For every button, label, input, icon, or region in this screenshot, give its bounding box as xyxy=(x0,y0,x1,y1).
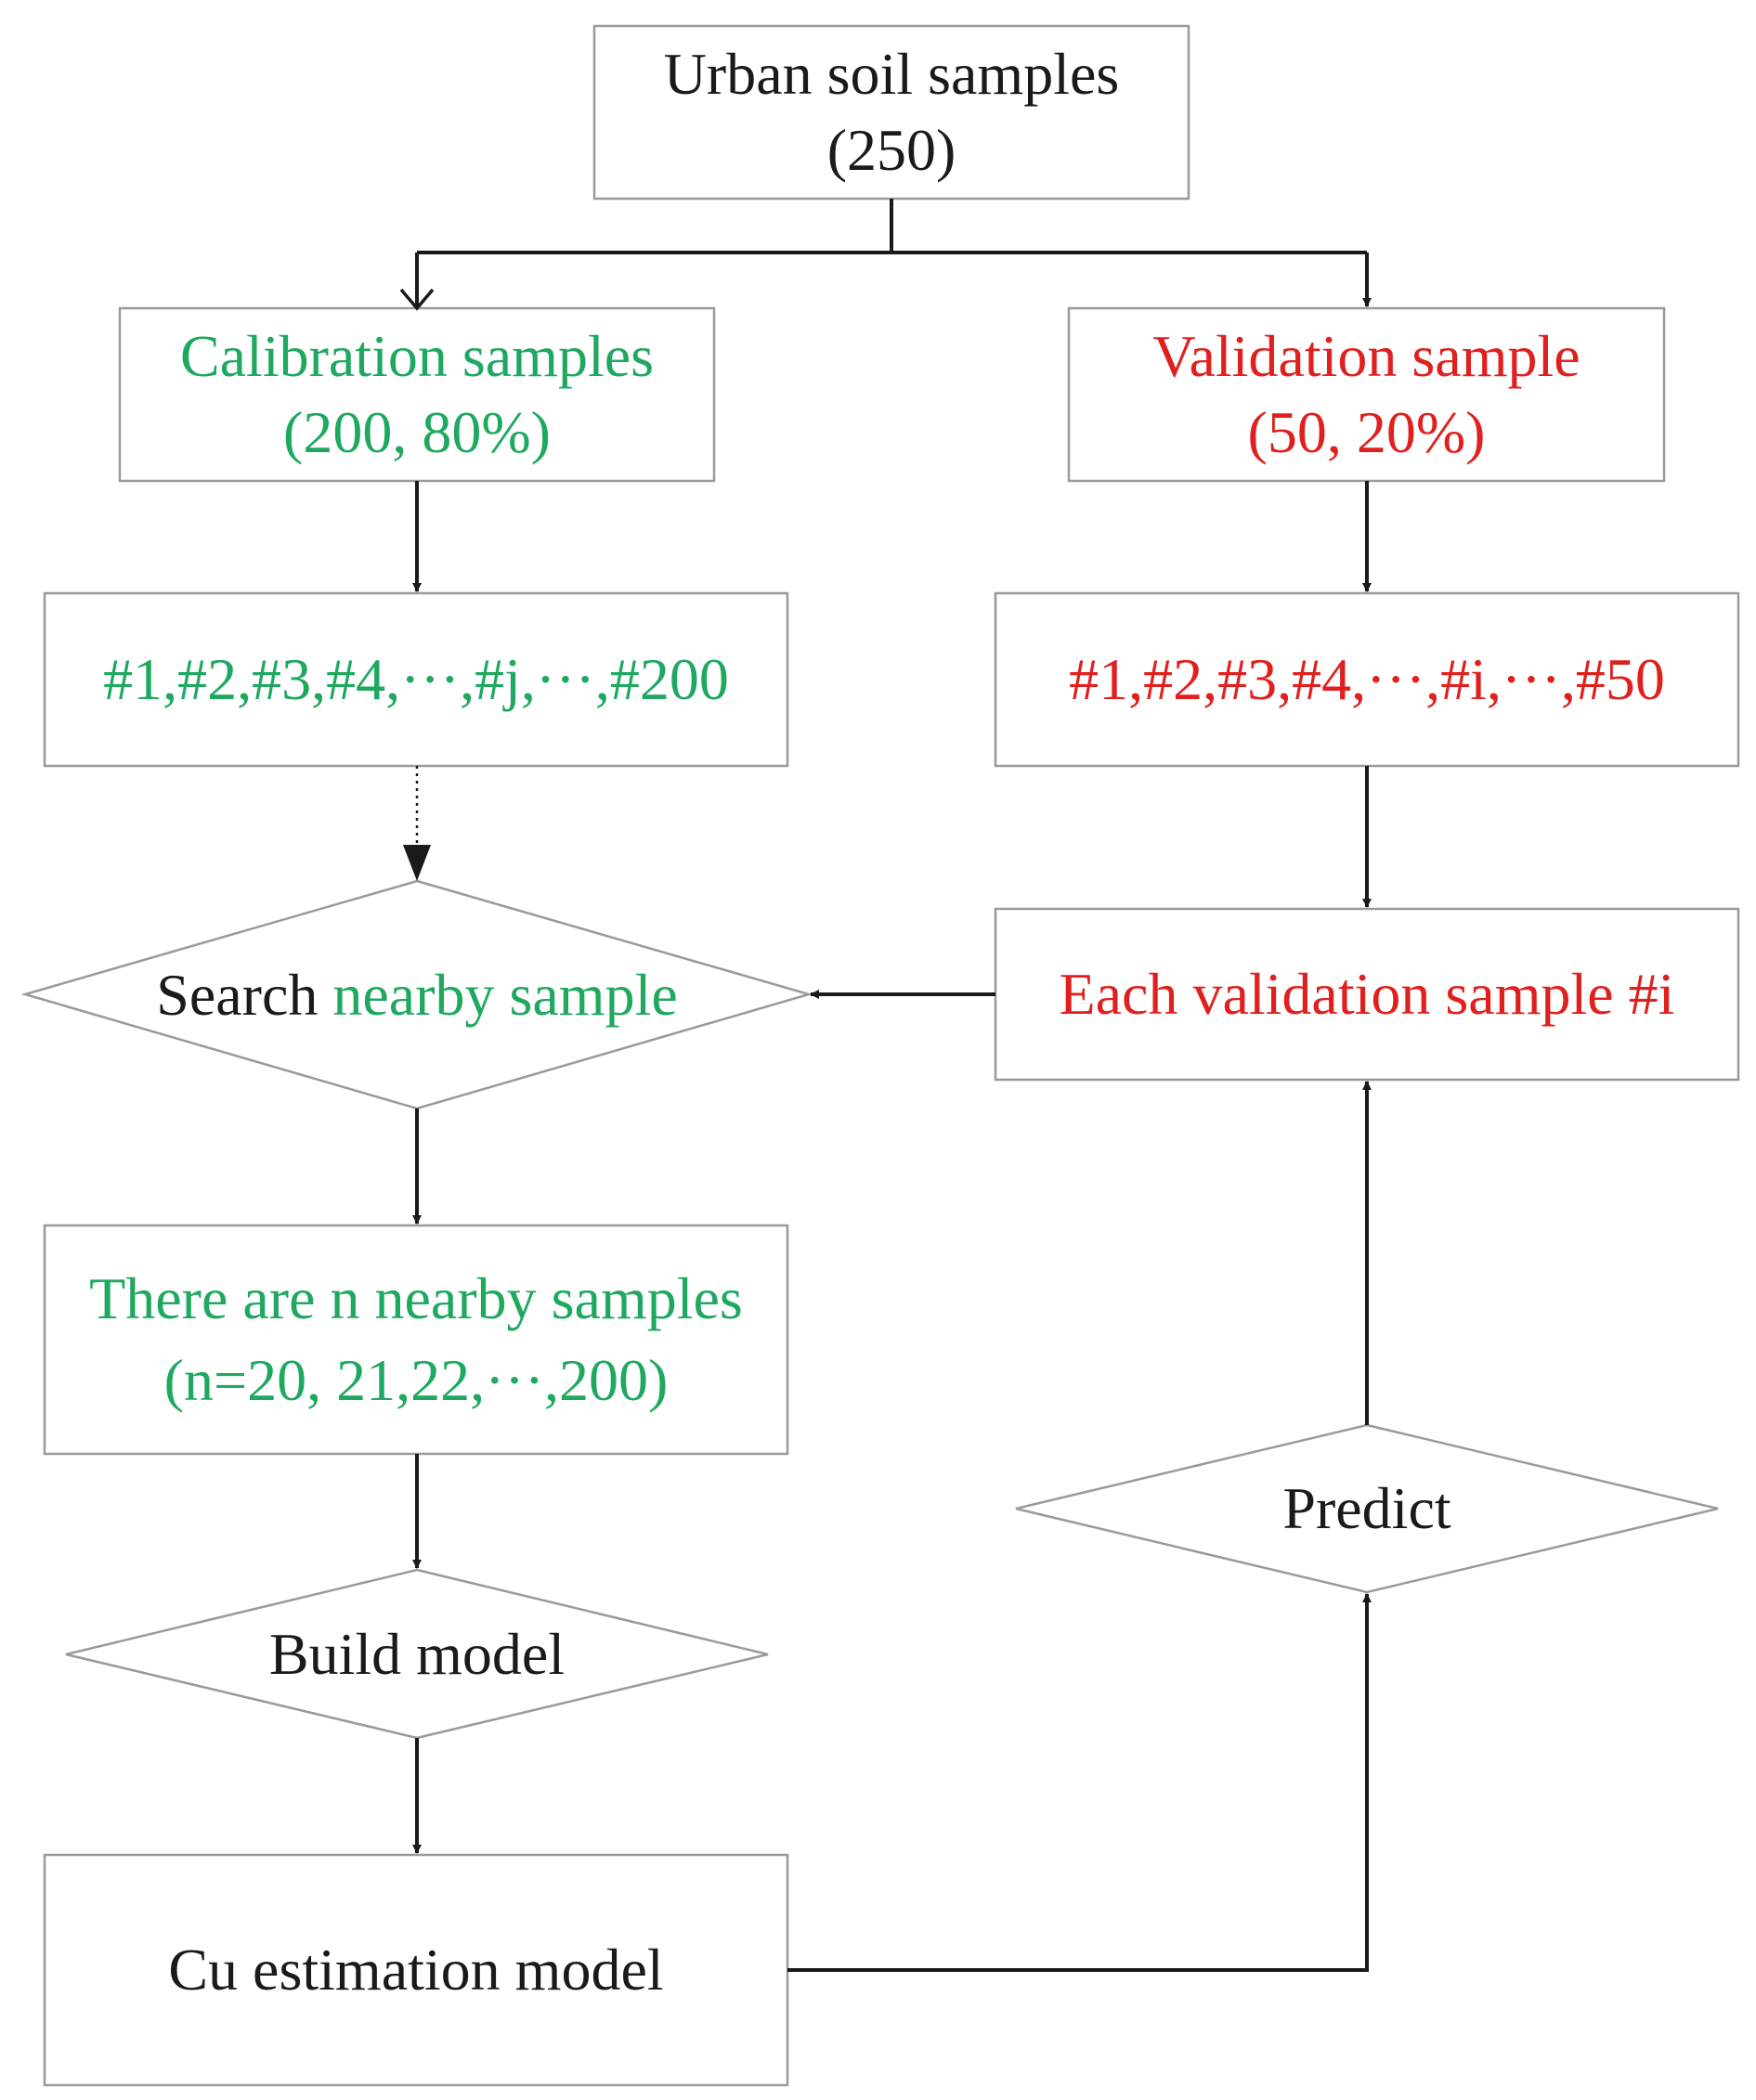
search-label: Search nearby sample xyxy=(25,881,809,1108)
predict-label: Predict xyxy=(1016,1425,1718,1592)
calibration-list-text: #1,#2,#3,#4,···,#j,···,#200 xyxy=(103,646,729,712)
calibration-box xyxy=(118,306,716,483)
each-validation-box xyxy=(994,907,1740,1082)
arrow-to-predict xyxy=(787,1593,1372,1972)
nearby-samples-box xyxy=(43,1224,789,1456)
each-validation-label: Each validation sample #i xyxy=(995,909,1738,1080)
predict-text: Predict xyxy=(1282,1475,1451,1541)
validation-list-text: #1,#2,#3,#4,···,#i,···,#50 xyxy=(1069,646,1665,712)
predict-diamond xyxy=(1015,1423,1719,1594)
each-validation-text: Each validation sample #i xyxy=(1059,961,1675,1027)
urban-soil-box xyxy=(592,24,1190,201)
validation-list-box xyxy=(994,591,1740,768)
calibration-list-box xyxy=(43,591,789,768)
urban-soil-label: Urban soil samples (250) xyxy=(594,26,1189,199)
calibration-line1: Calibration samples xyxy=(179,323,655,389)
search-prefix: Search xyxy=(156,961,319,1028)
calibration-label: Calibration samples (200, 80%) xyxy=(120,308,714,481)
cu-model-text: Cu estimation model xyxy=(168,1937,664,2003)
nearby-samples-label: There are n nearby samples (n=20, 21,22,… xyxy=(45,1225,787,1454)
cu-model-label: Cu estimation model xyxy=(45,1855,787,2085)
validation-box xyxy=(1067,306,1666,483)
nearby-samples-line1: There are n nearby samples xyxy=(89,1265,743,1331)
search-suffix: nearby sample xyxy=(332,961,678,1028)
validation-line1: Validation sample xyxy=(1152,323,1580,389)
validation-line2: (50, 20%) xyxy=(1247,399,1486,465)
urban-soil-line1: Urban soil samples xyxy=(663,41,1120,107)
calibration-list-label: #1,#2,#3,#4,···,#j,···,#200 xyxy=(45,593,787,766)
search-text: Search nearby sample xyxy=(156,957,678,1033)
cu-model-box xyxy=(43,1853,789,2087)
urban-soil-line2: (250) xyxy=(826,117,956,183)
build-model-text: Build model xyxy=(268,1620,566,1687)
nearby-samples-line2: (n=20, 21,22,···,200) xyxy=(163,1347,669,1413)
validation-label: Validation sample (50, 20%) xyxy=(1069,308,1664,481)
validation-list-label: #1,#2,#3,#4,···,#i,···,#50 xyxy=(995,593,1738,766)
calibration-line2: (200, 80%) xyxy=(283,399,551,465)
build-model-label: Build model xyxy=(66,1570,768,1738)
